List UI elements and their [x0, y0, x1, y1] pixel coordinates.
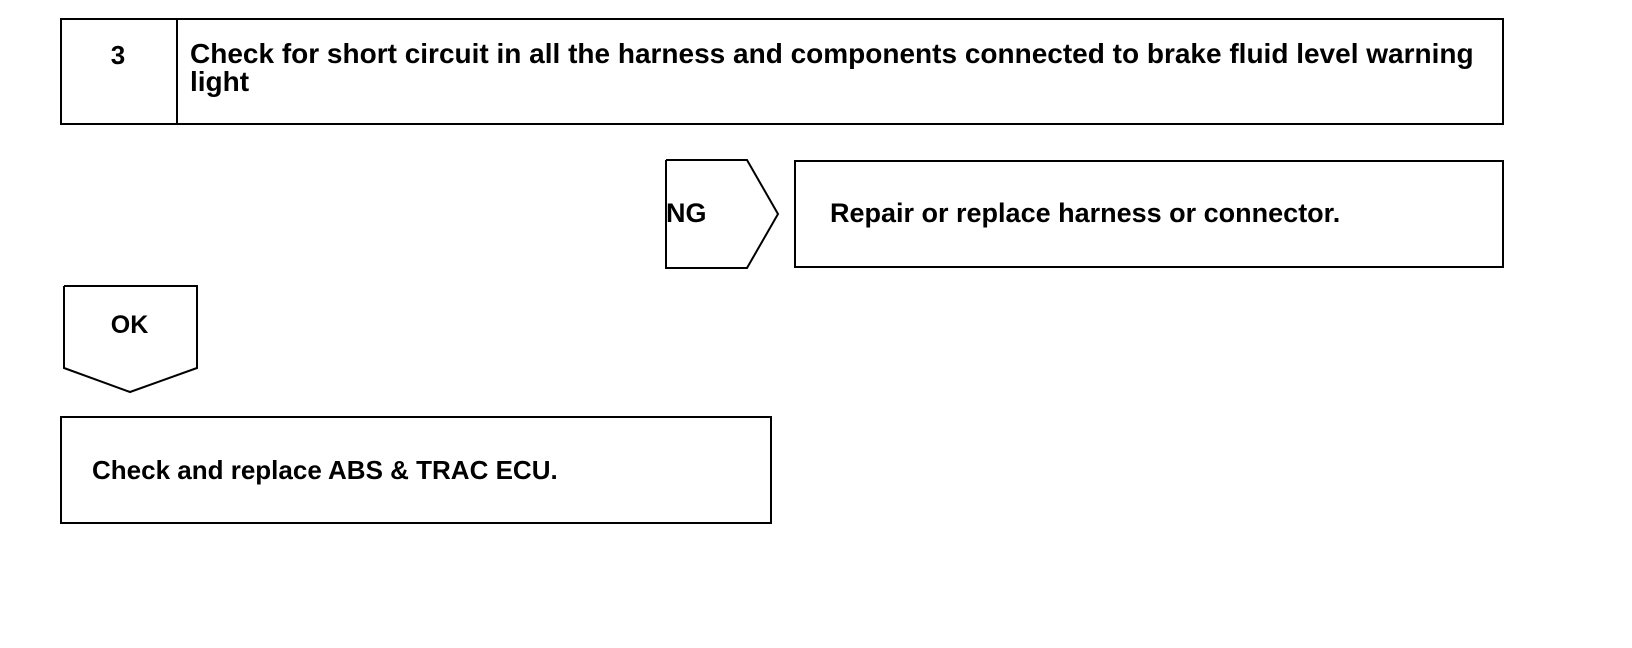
ng-result-box [794, 160, 1504, 268]
ok-result-box [60, 416, 772, 524]
step-number: 3 [110, 40, 126, 70]
ng-label: NG [666, 198, 707, 228]
step-divider [176, 18, 178, 125]
ng-arrow-tag [665, 159, 780, 269]
step-text: Check for short circuit in all the harne… [190, 38, 1474, 97]
ng-result-text: Repair or replace harness or connector. [830, 198, 1341, 228]
ok-label: OK [110, 311, 149, 339]
ok-arrow-tag [63, 285, 198, 394]
ok-result-text: Check and replace ABS & TRAC ECU. [92, 455, 558, 485]
step-box [60, 18, 1504, 125]
